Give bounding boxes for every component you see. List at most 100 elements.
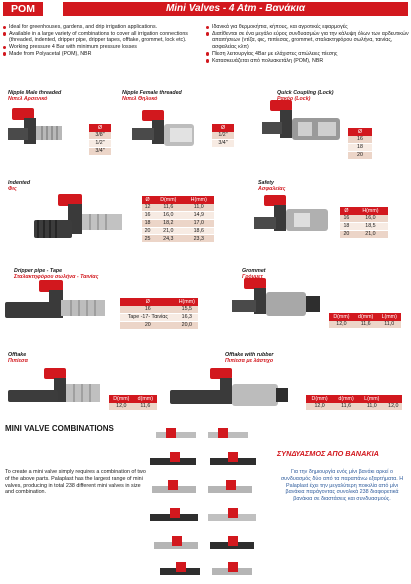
table-cell: 12,0: [329, 320, 354, 330]
table-header: D(mm): [153, 196, 184, 204]
table-cell: 24,3: [153, 234, 184, 244]
table-cell: 1/2": [212, 131, 234, 141]
table-cell: 16: [340, 214, 353, 224]
intro-list-en: Ideal for greenhouses, gardens, and drip…: [3, 24, 208, 58]
combinations-text-gr: Για την δημιουργία ενός μίνι βανάκι αρκε…: [280, 469, 404, 503]
combo-valve-2: [150, 452, 256, 465]
combo-valve-6: [160, 562, 252, 575]
table-cell: 25: [142, 234, 154, 244]
table-cell: 12,0: [306, 402, 334, 412]
table-row: 20: [348, 151, 372, 160]
intro-item: Ιδανικά για θερμοκήπια, κήπους, και αγρο…: [206, 24, 411, 31]
table-header: H(mm): [175, 298, 198, 306]
table-header: H(mm): [352, 207, 388, 215]
table-cell: 20: [340, 230, 353, 239]
combinations-title: MINI VALVE COMBINATIONS: [5, 424, 114, 433]
table-cell: Tape -17- Ταινίας: [120, 313, 176, 322]
table-cell: 12,0: [384, 402, 402, 412]
table-row: 3/4": [89, 147, 111, 156]
intro-list-gr: Ιδανικά για θερμοκήπια, κήπους, και αγρο…: [206, 24, 411, 64]
table-cell: 12,0: [109, 402, 134, 412]
table-cell: 21,0: [352, 230, 388, 239]
table-header: Ø: [340, 207, 353, 215]
table-cell: 20,0: [175, 321, 198, 330]
table-cell: 20: [120, 321, 176, 330]
combo-valve-5: [154, 536, 254, 549]
combo-valve-3: [152, 480, 252, 493]
valve-product-icon: [262, 100, 340, 140]
table-cell: 20: [348, 151, 372, 160]
table-cell: 23,3: [183, 234, 214, 244]
table-header: d(mm): [333, 395, 359, 403]
table-nipple-male: Ø 3/8" 1/2" 3/4": [89, 124, 111, 156]
table-row: 1/2": [89, 139, 111, 148]
intro-item: Working pressure 4 Bar with minimum pres…: [3, 44, 208, 51]
valve-product-icon: [232, 278, 320, 316]
combo-valve-1: [156, 428, 248, 438]
table-cell: 3/4": [212, 139, 234, 148]
table-row: 16: [348, 135, 372, 145]
table-header: Ø: [212, 124, 234, 132]
valve-product-icon: [34, 194, 122, 238]
table-cell: 16: [348, 135, 372, 145]
table-row: 3/4": [212, 139, 234, 148]
table-cell: 11,6: [353, 320, 378, 330]
table-header: Ø: [89, 124, 111, 132]
table-cell: 14,9: [183, 211, 214, 220]
table-header: D(mm): [109, 395, 134, 403]
table-cell: 11,0: [358, 402, 385, 412]
page-title: Mini Valves - 4 Atm - Βανάκια: [63, 2, 408, 16]
intro-item: Πίεση λειτουργίας 4Bar με ελάχιστες απώλ…: [206, 51, 411, 58]
table-cell: 18,2: [153, 219, 184, 228]
table-header: Ø: [120, 298, 176, 306]
table-cell: 18,5: [352, 222, 388, 231]
table-cell: 1/2": [89, 139, 111, 148]
intro-item: Διατίθενται σε ένα μεγάλο εύρος συνδυασμ…: [206, 31, 411, 51]
intro-item: Available in a large variety of combinat…: [3, 31, 208, 44]
table-cell: 15,5: [175, 305, 198, 315]
table-row: 18: [348, 143, 372, 152]
table-row: 1/2": [212, 131, 234, 141]
table-cell: 11,6: [153, 203, 184, 213]
table-cell: 11,6: [333, 402, 359, 412]
combinations-text: To create a mini valve simply requires a…: [5, 469, 146, 496]
table-cell: 11,6: [133, 402, 157, 412]
table-header: Ø: [348, 128, 372, 136]
table-cell: 18,6: [183, 227, 214, 236]
table-header: d(mm): [353, 313, 378, 321]
intro-item: Made from Polyacetal (POM), NBR: [3, 51, 208, 58]
table-header: D(mm): [306, 395, 334, 403]
table-nipple-female: Ø 1/2" 3/4": [212, 124, 234, 148]
table-cell: 3/4": [89, 147, 111, 156]
table-cell: 20: [142, 227, 154, 236]
table-cell: 18: [348, 143, 372, 152]
table-header: H(mm): [183, 196, 214, 204]
valve-product-icon: [132, 110, 194, 146]
intro-item: Κατασκευάζεται από πολυακετάλη (POM), NB…: [206, 58, 411, 65]
combinations-title-gr: ΣΥΝΔΥΑΣΜΟΣ ΑΠΟ ΒΑΝΑΚΙΑ: [277, 449, 379, 458]
brand-badge: POM: [3, 2, 43, 16]
table-cell: 18: [142, 219, 154, 228]
table-cell: 16,3: [175, 313, 198, 322]
